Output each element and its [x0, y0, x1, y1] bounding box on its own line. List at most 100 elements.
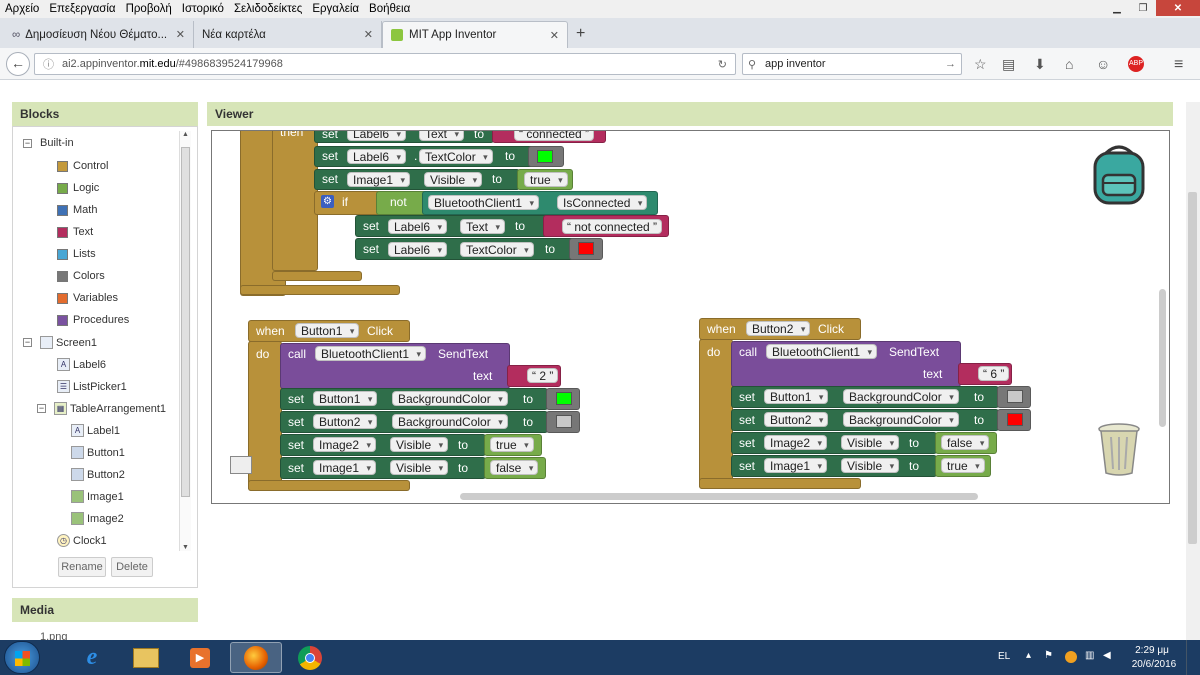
category-procedures[interactable]: Procedures	[57, 314, 129, 326]
component-dropdown[interactable]: BluetoothClient1	[766, 344, 878, 360]
url-bar[interactable]: ⓘ ai2.appinventor.mit.edu/#4986839524179…	[34, 53, 736, 75]
menu-history[interactable]: Ιστορικό	[181, 3, 224, 15]
hamburger-menu-icon[interactable]: ≡	[1174, 56, 1184, 73]
category-math[interactable]: Math	[57, 204, 97, 216]
menu-edit[interactable]: Επεξεργασία	[49, 3, 116, 15]
action-center-flag-icon[interactable]: ⚑	[1044, 650, 1053, 661]
component-tablearrangement1[interactable]: − ▦ TableArrangement1	[37, 402, 166, 415]
component-dropdown[interactable]: BluetoothClient1	[428, 195, 540, 211]
tab-new[interactable]: Νέα καρτέλα ✕	[194, 21, 382, 48]
rename-button[interactable]: Rename	[58, 557, 106, 577]
menu-help[interactable]: Βοήθεια	[369, 3, 411, 15]
set-block[interactable]	[731, 455, 937, 477]
component-dropdown[interactable]: Image1	[347, 172, 411, 188]
clock-date[interactable]: 20/6/2016	[1131, 659, 1177, 670]
category-control[interactable]: Control	[57, 160, 108, 172]
component-listpicker1[interactable]: ☰ListPicker1	[57, 380, 127, 393]
close-tab-icon[interactable]: ✕	[549, 29, 559, 42]
set-block[interactable]	[314, 169, 520, 190]
component-dropdown[interactable]: Button2	[764, 412, 829, 428]
download-icon[interactable]: ⬇	[1034, 56, 1046, 72]
show-desktop-button[interactable]	[1186, 640, 1200, 675]
back-icon[interactable]: ←	[6, 52, 30, 76]
menu-file[interactable]: Αρχείο	[5, 3, 40, 15]
component-dropdown[interactable]: Image2	[313, 437, 377, 453]
component-dropdown[interactable]: Label6	[347, 131, 407, 142]
ie-taskbar-icon[interactable]: e	[86, 644, 98, 670]
component-dropdown[interactable]: Button1	[313, 391, 378, 407]
category-variables[interactable]: Variables	[57, 292, 118, 304]
backpack-icon[interactable]	[1088, 143, 1150, 207]
network-icon[interactable]: ▥	[1085, 650, 1095, 661]
search-input[interactable]: app inventor	[765, 58, 826, 70]
boolean-dropdown[interactable]: true	[490, 437, 534, 453]
text-literal-value[interactable]: “ not connected ”	[562, 219, 663, 234]
workspace-vscroll[interactable]	[1159, 289, 1166, 427]
category-logic[interactable]: Logic	[57, 182, 99, 194]
blocks-workspace[interactable]: then set Label6 Text to “ connected ” se…	[211, 130, 1170, 504]
boolean-dropdown[interactable]: true	[524, 172, 568, 188]
home-icon[interactable]: ⌂	[1065, 56, 1074, 72]
screen-node[interactable]: − Screen1	[23, 336, 97, 349]
property-dropdown[interactable]: BackgroundColor	[843, 412, 959, 428]
workspace-hscroll[interactable]	[460, 493, 978, 500]
component-dropdown[interactable]: Button2	[746, 321, 811, 337]
boolean-dropdown[interactable]: true	[941, 458, 985, 474]
property-dropdown[interactable]: IsConnected	[557, 195, 648, 211]
text-literal-value[interactable]: “ 2 ”	[527, 368, 559, 383]
category-lists[interactable]: Lists	[57, 248, 96, 260]
bookmark-star-icon[interactable]: ☆	[974, 56, 987, 72]
reload-icon[interactable]: ↻	[717, 58, 727, 71]
color-swatch-red[interactable]	[578, 242, 594, 255]
property-dropdown[interactable]: BackgroundColor	[392, 414, 508, 430]
boolean-dropdown[interactable]: false	[941, 435, 990, 451]
component-dropdown[interactable]: Label6	[347, 149, 407, 165]
component-dropdown[interactable]: Image1	[764, 458, 828, 474]
property-dropdown[interactable]: BackgroundColor	[392, 391, 508, 407]
category-text[interactable]: Text	[57, 226, 93, 238]
component-dropdown[interactable]: Label6	[388, 242, 448, 258]
if-block-partial[interactable]	[272, 131, 318, 271]
builtin-node[interactable]: − Built-in	[23, 137, 74, 149]
set-block[interactable]	[280, 457, 486, 479]
close-tab-icon[interactable]: ✕	[175, 29, 185, 41]
media-item[interactable]: 1.png	[40, 631, 68, 640]
trash-can-icon[interactable]	[1096, 421, 1142, 477]
tab-forum[interactable]: ∞ Δημοσίευση Νέου Θέματο... ✕	[4, 21, 194, 48]
minimize-icon[interactable]: ▁	[1113, 2, 1121, 14]
property-dropdown[interactable]: TextColor	[419, 149, 493, 165]
maximize-icon[interactable]: ❐	[1138, 2, 1148, 14]
color-swatch-green[interactable]	[556, 392, 572, 405]
warning-indicator[interactable]	[230, 456, 252, 474]
reading-list-icon[interactable]: ▤	[1002, 56, 1016, 72]
property-dropdown[interactable]: Visible	[841, 435, 900, 451]
menu-tools[interactable]: Εργαλεία	[312, 3, 360, 15]
page-scroll-thumb[interactable]	[1188, 192, 1197, 544]
collapse-icon[interactable]: −	[23, 337, 32, 347]
page-scrollbar[interactable]	[1186, 102, 1200, 640]
close-tab-icon[interactable]: ✕	[363, 29, 373, 41]
collapse-icon[interactable]: −	[37, 403, 46, 413]
explorer-taskbar-icon[interactable]	[120, 642, 172, 673]
component-dropdown[interactable]: Button2	[313, 414, 378, 430]
text-literal-value[interactable]: “ 6 ”	[978, 366, 1010, 381]
close-window-icon[interactable]: ✕	[1156, 0, 1200, 16]
component-button2[interactable]: Button2	[71, 468, 125, 481]
go-arrow-icon[interactable]: →	[945, 58, 956, 70]
property-dropdown[interactable]: Visible	[424, 172, 483, 188]
boolean-dropdown[interactable]: false	[490, 460, 539, 476]
color-swatch-gray[interactable]	[556, 415, 572, 428]
menu-view[interactable]: Προβολή	[125, 3, 172, 15]
menu-bookmarks[interactable]: Σελιδοδείκτες	[233, 3, 303, 15]
category-colors[interactable]: Colors	[57, 270, 105, 282]
component-dropdown[interactable]: Label6	[388, 219, 448, 235]
component-dropdown[interactable]: Button1	[764, 389, 829, 405]
color-swatch-green[interactable]	[537, 150, 553, 163]
media-player-taskbar-icon[interactable]: ▶	[174, 642, 226, 673]
component-button1[interactable]: Button1	[71, 446, 125, 459]
set-block[interactable]	[731, 432, 937, 454]
component-dropdown[interactable]: Image2	[764, 435, 828, 451]
component-dropdown[interactable]: Button1	[295, 323, 360, 339]
chrome-taskbar-icon[interactable]	[284, 642, 336, 673]
